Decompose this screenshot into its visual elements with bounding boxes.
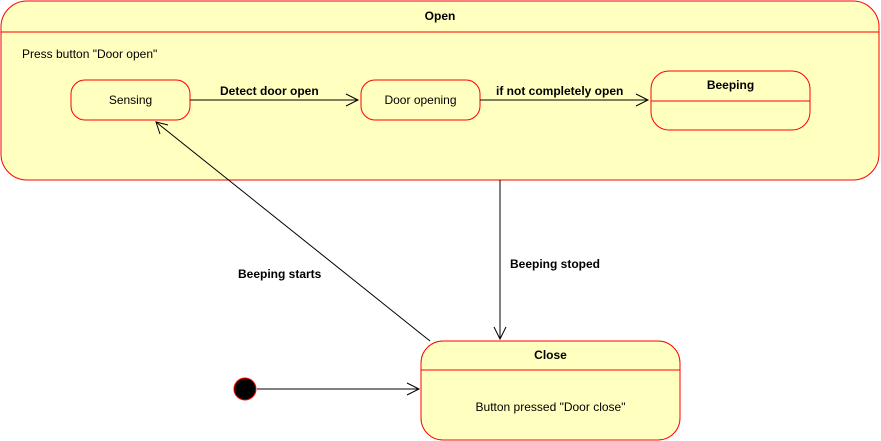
transition-initial-arrow[interactable] <box>257 382 421 396</box>
state-door-opening-label: Door opening <box>384 93 457 107</box>
transition-beeping-starts-label: Beeping starts <box>238 267 322 281</box>
transition-beeping-stoped-arrow[interactable] <box>493 180 507 341</box>
state-close-body: Button pressed "Door close" <box>475 400 626 414</box>
state-close-title: Close <box>534 348 567 362</box>
transition-detect-door-open-label: Detect door open <box>220 84 319 98</box>
transition-detect-door-open-arrow[interactable] <box>190 93 360 107</box>
initial-state-dot[interactable] <box>233 377 257 401</box>
state-close-box[interactable] <box>420 340 681 441</box>
transition-beeping-starts-arrow[interactable] <box>155 121 431 342</box>
transition-beeping-stoped-label: Beeping stoped <box>510 257 601 271</box>
transition-if-not-completely-open-label: if not completely open <box>496 84 624 98</box>
state-open-note: Press button "Door open" <box>22 47 158 61</box>
state-sensing-label: Sensing <box>108 93 153 107</box>
state-beeping-title: Beeping <box>706 78 755 92</box>
state-open-title: Open <box>424 9 456 23</box>
transition-if-not-completely-open-arrow[interactable] <box>480 93 650 107</box>
